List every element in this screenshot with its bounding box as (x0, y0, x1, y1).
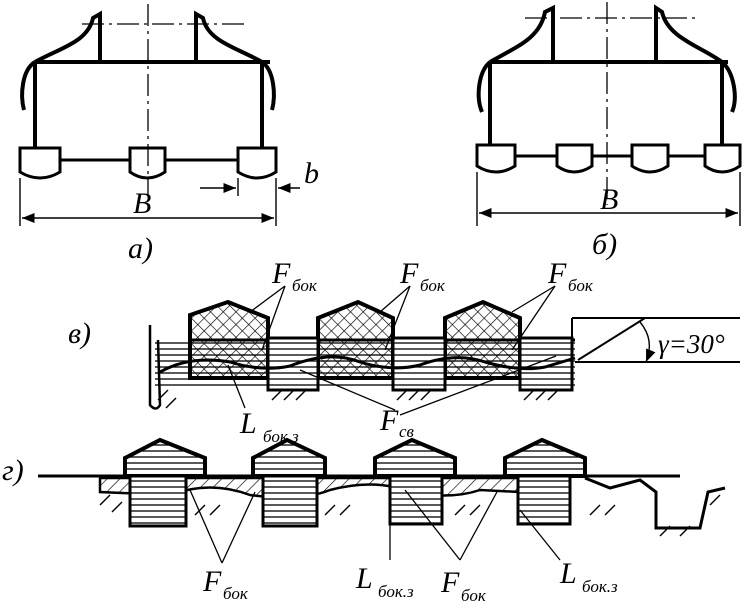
panel-a: B b а) (18, 4, 319, 265)
tire-body-b (476, 4, 737, 158)
fsv-main: F (379, 404, 399, 437)
width-label-b: B (600, 183, 618, 216)
element-label-a: b (304, 157, 319, 190)
undercut-line-v (159, 355, 576, 374)
dimension-lines-a (19, 178, 300, 226)
tread-elements-b (475, 143, 742, 174)
panel-b: B б) (475, 2, 742, 261)
lbokz-right-main: L (559, 557, 577, 590)
fbok-left-sub: бок (223, 584, 249, 603)
caption-g: г) (2, 454, 24, 487)
panel-g: F бок L бок.з F бок L бок.з г) (2, 437, 726, 605)
angle-label: γ=30° (658, 329, 725, 359)
tread-blocks-v (188, 299, 522, 380)
lbokz-left-sub: бок.з (378, 582, 414, 601)
label-fbok-3: F бок (547, 257, 594, 295)
caption-a: а) (128, 232, 153, 265)
angle-indicator (571, 317, 740, 365)
label-lbokz-right-g: L бок.з (559, 557, 618, 596)
width-label-a: B (133, 187, 151, 220)
end-profile-g (584, 476, 726, 530)
label-fbok-left-g: F бок (202, 565, 249, 603)
tire-body-a (20, 10, 276, 162)
fbok-2-main: F (399, 257, 419, 290)
groove-slots-g (128, 474, 572, 528)
dimension-lines-b (476, 172, 741, 226)
label-fbok-2: F бок (399, 257, 446, 295)
fbok-1-main: F (271, 257, 291, 290)
leaders-g (189, 489, 561, 564)
label-lbokz-left-g: L бок.з (355, 562, 414, 601)
panel-v: γ=30° F бок F бок F бок L бок.з (68, 257, 740, 446)
caption-b: б) (592, 228, 617, 261)
label-fsv: F св (379, 404, 415, 441)
fbok-3-sub: бок (568, 276, 594, 295)
caption-v: в) (68, 317, 91, 350)
fbok-mid-sub: бок (461, 586, 487, 605)
lbokz-main: L (239, 407, 257, 440)
leaders-v (227, 285, 557, 416)
fbok-1-sub: бок (292, 276, 318, 295)
label-fbok-mid-g: F бок (440, 566, 487, 605)
fbok-left-main: F (202, 565, 222, 598)
ground-hatch-v (157, 389, 559, 409)
fsv-sub: св (399, 422, 415, 441)
lbokz-right-sub: бок.з (582, 577, 618, 596)
fbok-3-main: F (547, 257, 567, 290)
lbokz-left-main: L (355, 562, 373, 595)
fbok-mid-main: F (440, 566, 460, 599)
centerlines-b (525, 2, 695, 205)
ground-hatch-g (99, 494, 721, 537)
fbok-2-sub: бок (420, 276, 446, 295)
tread-elements-a (18, 146, 278, 180)
centerlines-a (82, 4, 248, 195)
label-fbok-1: F бок (271, 257, 318, 295)
tread-blocks-g (123, 437, 587, 478)
